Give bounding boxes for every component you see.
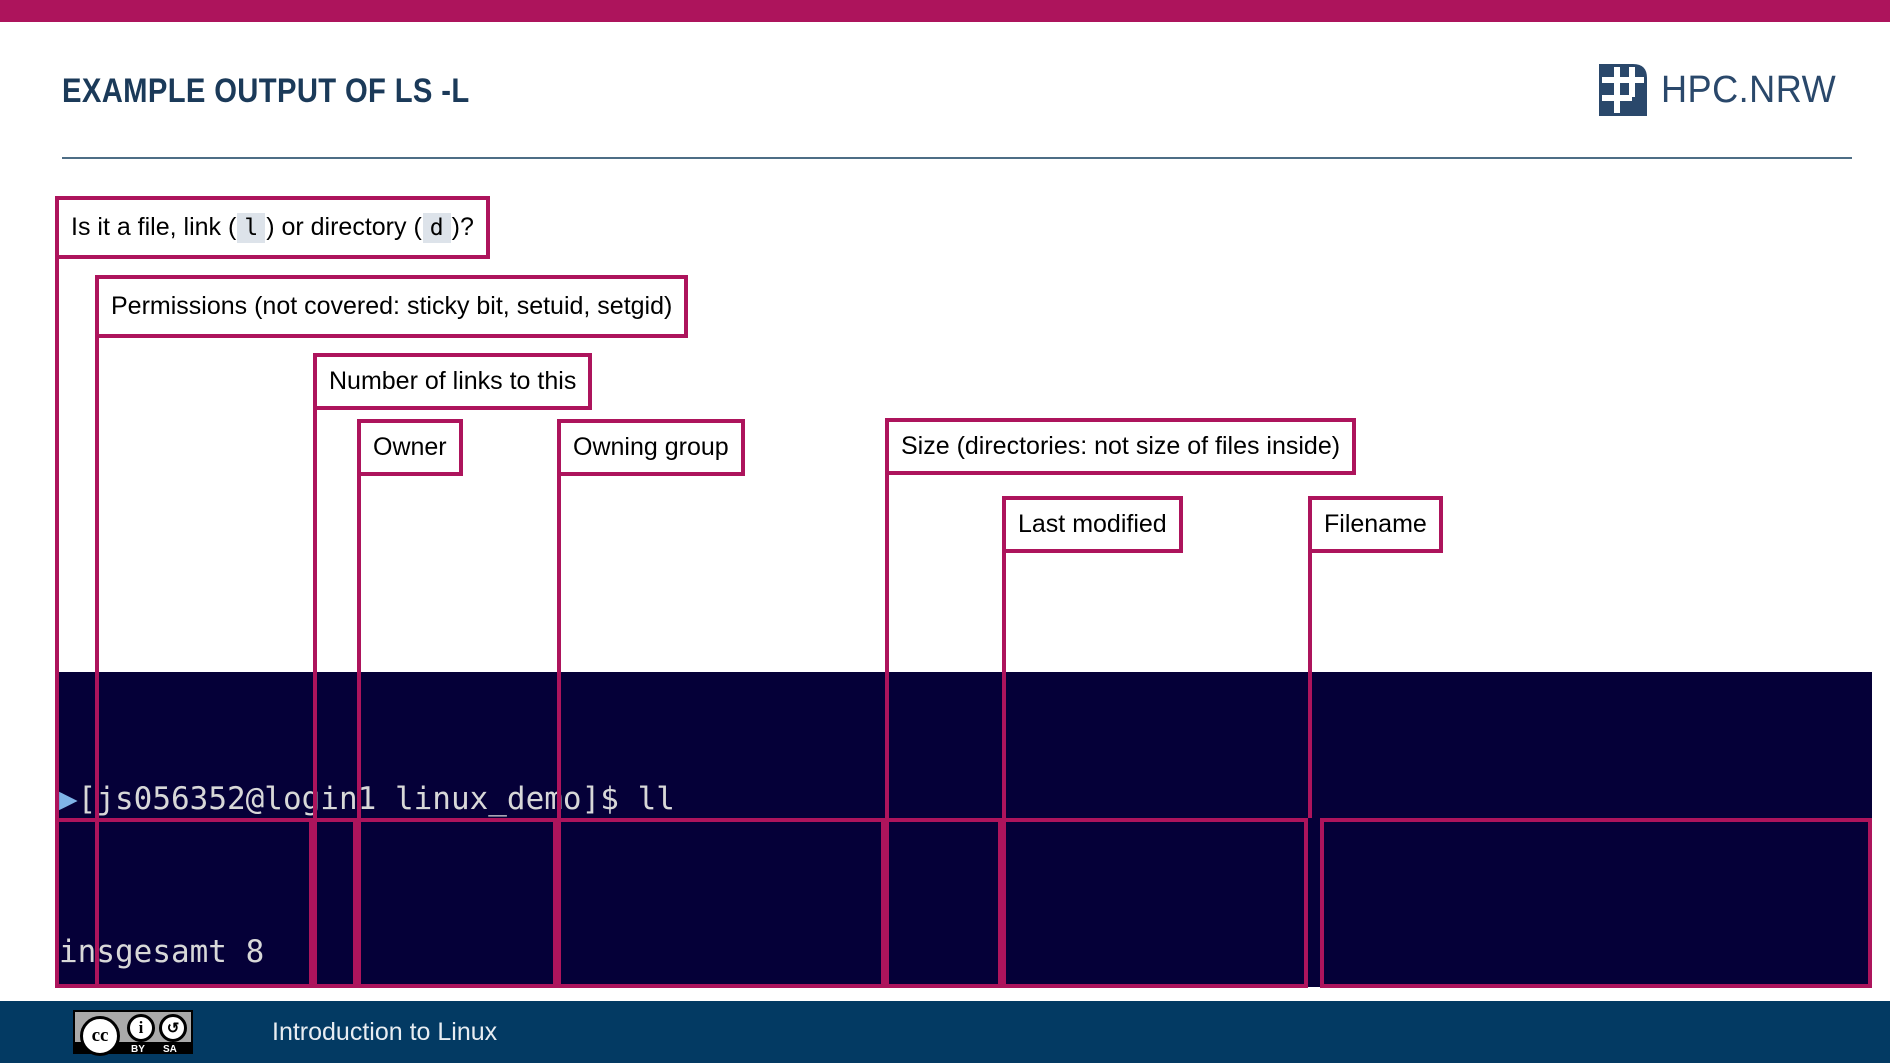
annotation-file-type: Is it a file, link ( l ) or directory ( …: [55, 196, 490, 259]
slide-footer: cc i ↺ BY SA Introduction to Linux: [0, 1001, 1890, 1063]
footer-course-title: Introduction to Linux: [272, 1017, 498, 1046]
prompt-arrow-icon: ▶: [59, 781, 78, 817]
annotation-type-code-d: d: [422, 212, 451, 243]
connector-permissions: [95, 338, 99, 818]
annotation-type-text-before: Is it a file, link (: [71, 213, 237, 241]
cc-sa-label: SA: [163, 1044, 177, 1055]
annotation-owner-label: Owner: [373, 433, 447, 461]
cc-circle-label: cc: [91, 1025, 109, 1046]
annotation-size: Size (directories: not size of files ins…: [885, 418, 1357, 475]
connector-links: [313, 410, 317, 818]
page-title: EXAMPLE OUTPUT OF LS -L: [62, 72, 470, 110]
connector-size: [885, 475, 889, 818]
brand-logo: HPC.NRW: [1598, 64, 1845, 116]
connector-owner: [357, 476, 361, 818]
annotation-modified: Last modified: [1002, 496, 1183, 553]
top-accent-bar: [0, 0, 1890, 22]
hpc-grid-logo-icon: [1598, 64, 1647, 116]
annotation-filename: Filename: [1308, 496, 1443, 553]
brand-name: HPC.NRW: [1660, 68, 1836, 111]
connector-group: [557, 476, 561, 818]
connector-modified: [1002, 553, 1006, 818]
terminal-output: ▶[js056352@login1 linux_demo]$ ll insges…: [55, 672, 1872, 987]
annotation-type-text-after: )?: [451, 213, 474, 241]
title-divider: [62, 157, 1852, 159]
terminal-prompt-line: ▶[js056352@login1 linux_demo]$ ll: [55, 774, 1872, 825]
annotation-group: Owning group: [557, 419, 745, 476]
annotation-type-text-mid: ) or directory (: [266, 213, 422, 241]
terminal-total-line: insgesamt 8: [59, 934, 265, 970]
annotation-permissions-label: Permissions (not covered: sticky bit, se…: [111, 292, 673, 320]
connector-filename: [1308, 553, 1312, 818]
annotation-owner: Owner: [357, 419, 463, 476]
annotation-group-label: Owning group: [573, 433, 729, 461]
cc-by-label: BY: [131, 1044, 145, 1055]
connector-file-type: [55, 259, 59, 818]
annotation-links: Number of links to this: [313, 353, 593, 410]
cc-by-sa-icon: cc i ↺ BY SA: [73, 1010, 193, 1056]
annotation-type-code-l: l: [237, 212, 266, 243]
annotation-permissions: Permissions (not covered: sticky bit, se…: [95, 275, 689, 338]
annotation-filename-label: Filename: [1324, 510, 1427, 538]
annotation-size-label: Size (directories: not size of files ins…: [901, 432, 1341, 460]
annotation-links-label: Number of links to this: [329, 367, 577, 395]
terminal-prompt-text: [js056352@login1 linux_demo]$ ll: [77, 781, 675, 817]
annotation-modified-label: Last modified: [1018, 510, 1167, 538]
